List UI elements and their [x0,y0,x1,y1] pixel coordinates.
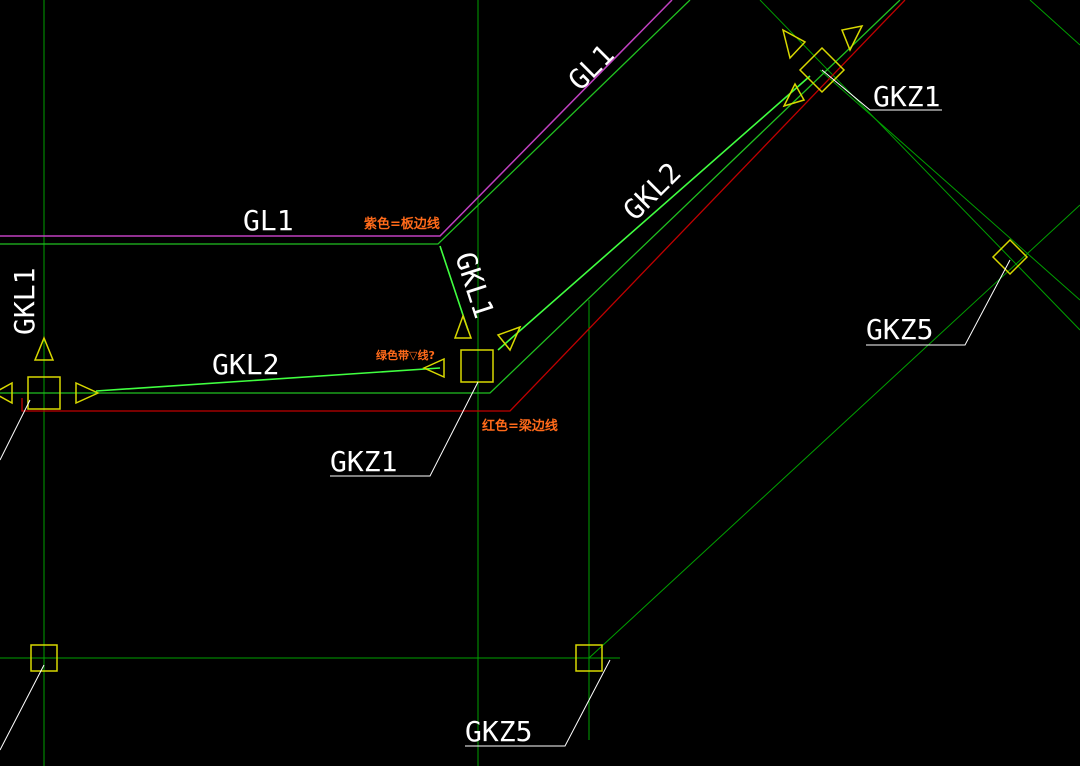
grid-line-diagonal-right-1 [759,0,1080,331]
leader-gkz5-bottom [465,659,611,747]
label-gkz5-right: GKZ5 [866,313,933,346]
leader-bottom-left [0,664,45,751]
grid-line-diagonal-right-2 [819,69,1080,301]
hollow-triangle-arrow-icon[interactable] [782,82,806,108]
grid-line-diagonal-bottom [588,204,1080,659]
label-gl1-horizontal: GL1 [243,204,294,237]
leader-gkz1-top [821,69,942,111]
beam-edge-lines-green [0,0,901,394]
beam-edge-line-red [21,0,906,412]
hollow-triangle-arrow-icon[interactable] [0,381,13,405]
column-square-icon[interactable] [30,644,58,672]
label-gkz1-top-right: GKZ1 [873,80,940,113]
beam-edge-lower [0,0,901,394]
leader-gkz5-right [866,259,1011,346]
label-gkz5-bottom: GKZ5 [465,715,532,748]
beam-gkl2-diagonal[interactable] [497,75,811,351]
label-gkl1-left: GKL1 [8,268,41,335]
slab-edge-line-purple [0,0,673,237]
grid-line-diagonal-upper [1029,0,1080,46]
label-gkl2-horizontal: GKL2 [212,348,279,381]
column-square-icon[interactable] [27,376,61,410]
annotation-purple-note: 紫色=板边线 [364,216,440,232]
column-diamond-icon[interactable] [991,238,1029,276]
hollow-triangle-arrow-icon[interactable] [781,28,807,60]
hollow-triangle-arrow-icon[interactable] [75,381,100,405]
hollow-triangle-arrow-icon[interactable] [422,357,445,379]
selection-grips [0,24,864,405]
label-gkz1-center: GKZ1 [330,445,397,478]
leader-lines [0,69,1011,751]
leader-gkz1-center [330,381,479,477]
column-diamond-icon[interactable] [798,46,846,94]
columns [27,46,1029,672]
beam-edge-upper [0,0,691,245]
column-square-icon[interactable] [460,349,494,383]
beam-gkl2-horizontal[interactable] [95,367,441,392]
annotation-red-note: 红色=梁边线 [482,418,558,434]
hollow-triangle-arrow-icon[interactable] [840,24,864,52]
hollow-triangle-arrow-icon[interactable] [496,325,522,352]
hollow-triangle-arrow-icon[interactable] [33,336,55,361]
leader-left [0,399,31,461]
annotation-green-note: 绿色带▽线? [376,348,435,362]
column-square-icon[interactable] [575,644,603,672]
hollow-triangle-arrow-icon[interactable] [453,313,473,339]
